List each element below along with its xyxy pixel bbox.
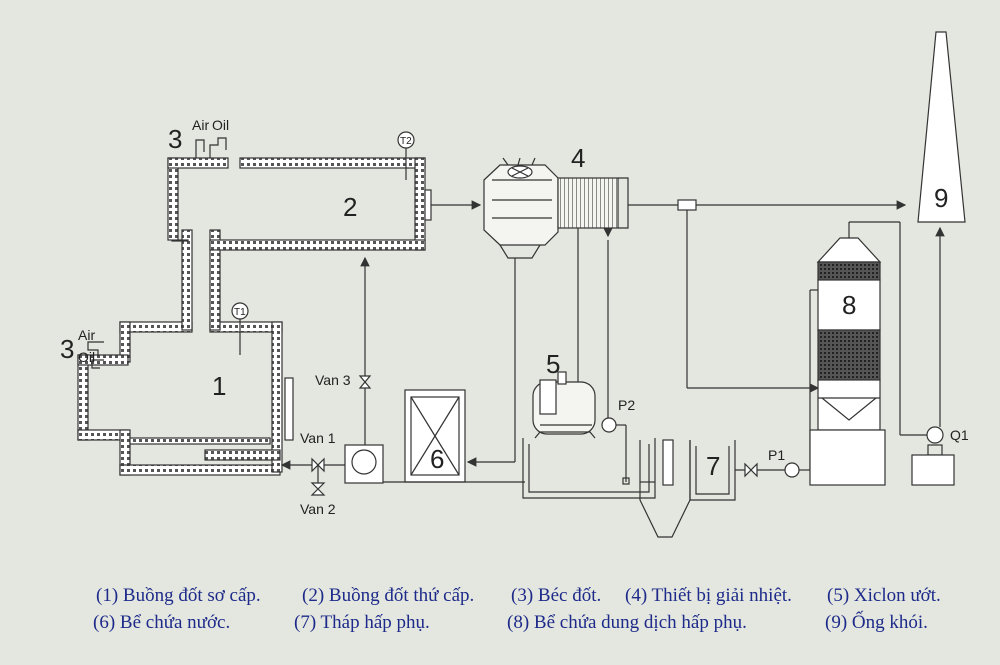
scrubber-tower [809,237,886,486]
label-oil-top: Oil [212,117,229,133]
legend-item-3: (3) Béc đốt. [511,585,602,606]
label-van1: Van 1 [300,430,336,446]
legend-item-6: (6) Bể chứa nước. [93,612,231,633]
flue-duct [171,229,221,331]
label-8: 8 [842,290,856,320]
label-p1: P1 [768,447,785,463]
burner-left [87,341,104,369]
label-q1: Q1 [950,427,969,443]
burner-top [195,137,227,158]
label-1: 1 [212,371,226,401]
secondary-chamber [167,157,432,251]
water-tank [404,389,466,483]
label-7: 7 [706,451,720,481]
label-van2: Van 2 [300,501,336,517]
label-p2: P2 [618,397,635,413]
legend-item-1: (1) Buồng đốt sơ cấp. [96,585,261,606]
label-t1: T1 [234,307,246,318]
label-9: 9 [934,183,948,213]
legend-item-5: (5) Xiclon ướt. [827,585,941,606]
heat-exchanger [483,157,629,259]
pump-p2-icon [601,417,617,433]
legend-item-2: (2) Buồng đốt thứ cấp. [302,585,475,606]
valve-p1-icon [744,462,758,478]
label-3-left: 3 [60,334,74,364]
label-air-top: Air [192,117,209,133]
valve-3-icon [358,375,372,389]
legend-item-8: (8) Bể chứa dung dịch hấp phụ. [507,612,747,633]
label-air-left: Air [78,327,95,343]
adsorption-tower-tank [639,439,736,538]
label-van3: Van 3 [315,372,351,388]
legend-item-7: (7) Tháp hấp phụ. [294,612,430,633]
label-oil-left: Oil [78,349,95,365]
label-2: 2 [343,192,357,222]
label-t2: T2 [400,136,412,147]
fan-q1-icon [926,426,944,444]
pump-p1-icon [784,462,800,478]
feed-pump [344,444,384,484]
primary-chamber [77,321,294,476]
legend-item-4: (4) Thiết bị giải nhiệt. [625,585,792,606]
valve-2-icon [310,482,326,496]
label-3-top: 3 [168,124,182,154]
label-5: 5 [546,349,560,379]
label-6: 6 [430,444,444,474]
label-4: 4 [571,143,585,173]
wet-cyclone [522,371,656,499]
chimney [917,31,966,223]
legend-item-9: (9) Ống khói. [825,612,928,633]
